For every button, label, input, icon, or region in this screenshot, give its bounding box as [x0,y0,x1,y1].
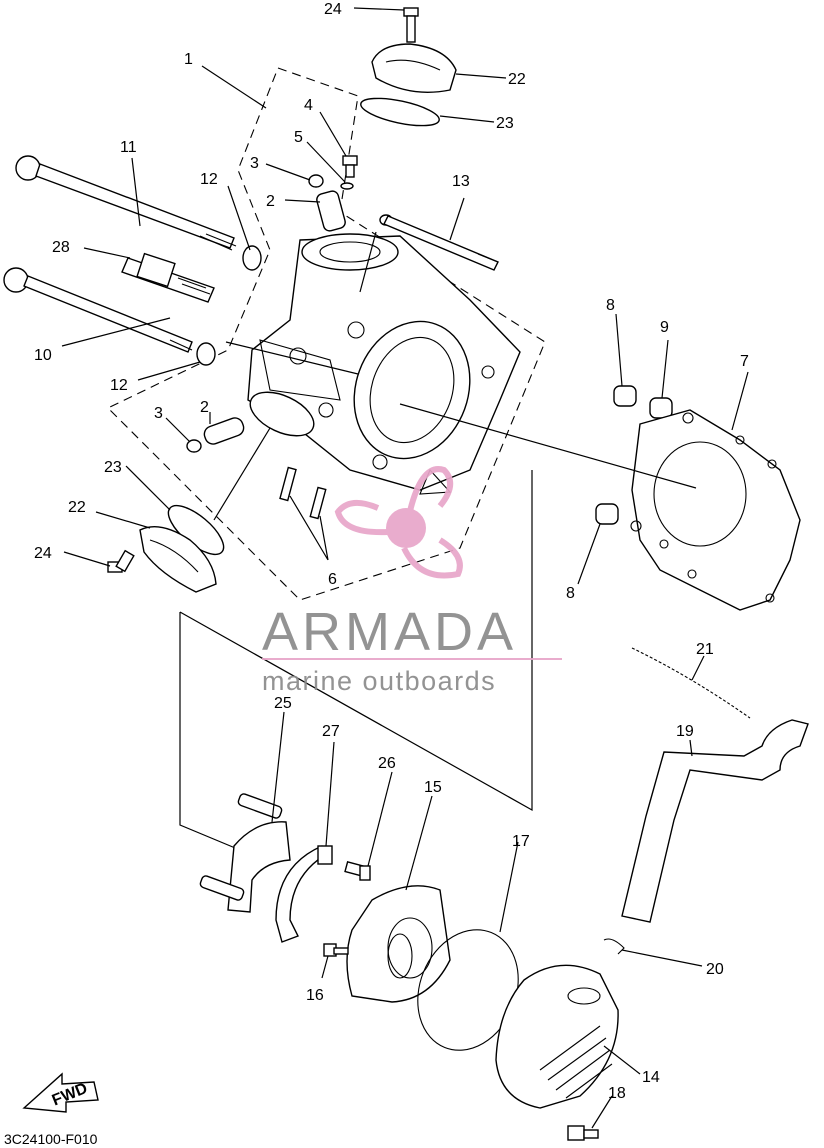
callout-12-lower: 12 [110,377,128,394]
washer-12-upper [242,245,262,271]
dowel-8-bottom [595,503,619,525]
o-ring-3-lower [186,439,202,453]
callout-labels: 24 22 23 1 4 5 3 2 11 12 13 28 8 9 7 10 … [34,1,749,1102]
callout-19: 19 [676,723,694,740]
washer-5 [340,182,354,190]
callout-8-bottom: 8 [566,585,575,602]
callout-4: 4 [304,97,313,114]
callout-2-lower: 2 [200,399,209,416]
callout-18: 18 [608,1085,626,1102]
o-ring-3-top [308,174,324,188]
bolt-18 [567,1125,599,1141]
dowel-8-top [613,385,637,407]
stud-6-left [279,466,297,502]
callout-26: 26 [378,755,396,772]
callout-10: 10 [34,347,52,364]
stud-bolt-13 [379,214,499,271]
cap-bolt-24-top [403,7,419,43]
callout-24-lower: 24 [34,545,52,562]
bracket-25 [199,793,291,913]
callout-27: 27 [322,723,340,740]
dowel-pin-2-top [316,190,346,232]
impeller-housing-14 [495,964,619,1109]
callout-3-lower: 3 [154,405,163,422]
washer-12-lower [196,342,216,366]
callout-2-top: 2 [266,193,275,210]
spark-plug-28 [121,252,215,303]
armada-underline [262,658,562,660]
callout-3-top: 3 [250,155,259,172]
callout-16: 16 [306,987,324,1004]
cylinder-head-cap-22-top [371,43,457,93]
callout-23-top: 23 [496,115,514,132]
bracket-27 [275,845,333,943]
stud-bolt-11 [15,155,237,251]
water-pipe-19 [621,719,809,923]
armada-logo: ARMADA marine outboards [262,466,562,696]
callout-21: 21 [696,641,714,658]
callout-24-top: 24 [324,1,342,18]
stud-bolt-10 [3,267,193,353]
callout-28: 28 [52,239,70,256]
bolt-26 [344,860,371,881]
cylinder-head [247,233,521,495]
callout-5: 5 [294,129,303,146]
bolt-16 [323,943,349,957]
callout-13: 13 [452,173,470,190]
callout-25: 25 [274,695,292,712]
callout-9: 9 [660,319,669,336]
callout-11: 11 [120,139,137,156]
fwd-arrow: FWD [22,1072,99,1113]
armada-tagline: marine outboards [262,666,496,696]
callout-1: 1 [184,51,193,68]
bolt-4 [342,155,358,178]
callout-8-top: 8 [606,297,615,314]
stud-6-right [309,486,327,520]
clip-20 [603,938,625,955]
callout-12-top: 12 [200,171,218,188]
callout-17: 17 [512,833,530,850]
propeller-logo-icon [334,466,463,579]
callout-22-lower: 22 [68,499,86,516]
callout-23-lower: 23 [104,459,122,476]
callout-7: 7 [740,353,749,370]
cylinder-gasket-7 [630,409,801,611]
diagram-code: 3C24100-F010 [4,1131,98,1147]
cap-bolt-24-lower [107,549,135,573]
cap-gasket-23-top [360,97,440,127]
callout-22-top: 22 [508,71,526,88]
sleeve-9 [649,397,673,419]
callout-15: 15 [424,779,442,796]
callout-14: 14 [642,1069,660,1086]
leader-lines [61,7,749,1129]
impeller-cover-15 [346,885,451,1003]
callout-20: 20 [706,961,724,978]
armada-name: ARMADA [262,602,517,662]
dowel-pin-2-lower [203,417,245,445]
cylinder-head-cap-22-lower [139,526,217,593]
assembly-outline-lower [179,470,533,851]
wire-band-21 [631,647,751,719]
callout-6: 6 [328,571,337,588]
